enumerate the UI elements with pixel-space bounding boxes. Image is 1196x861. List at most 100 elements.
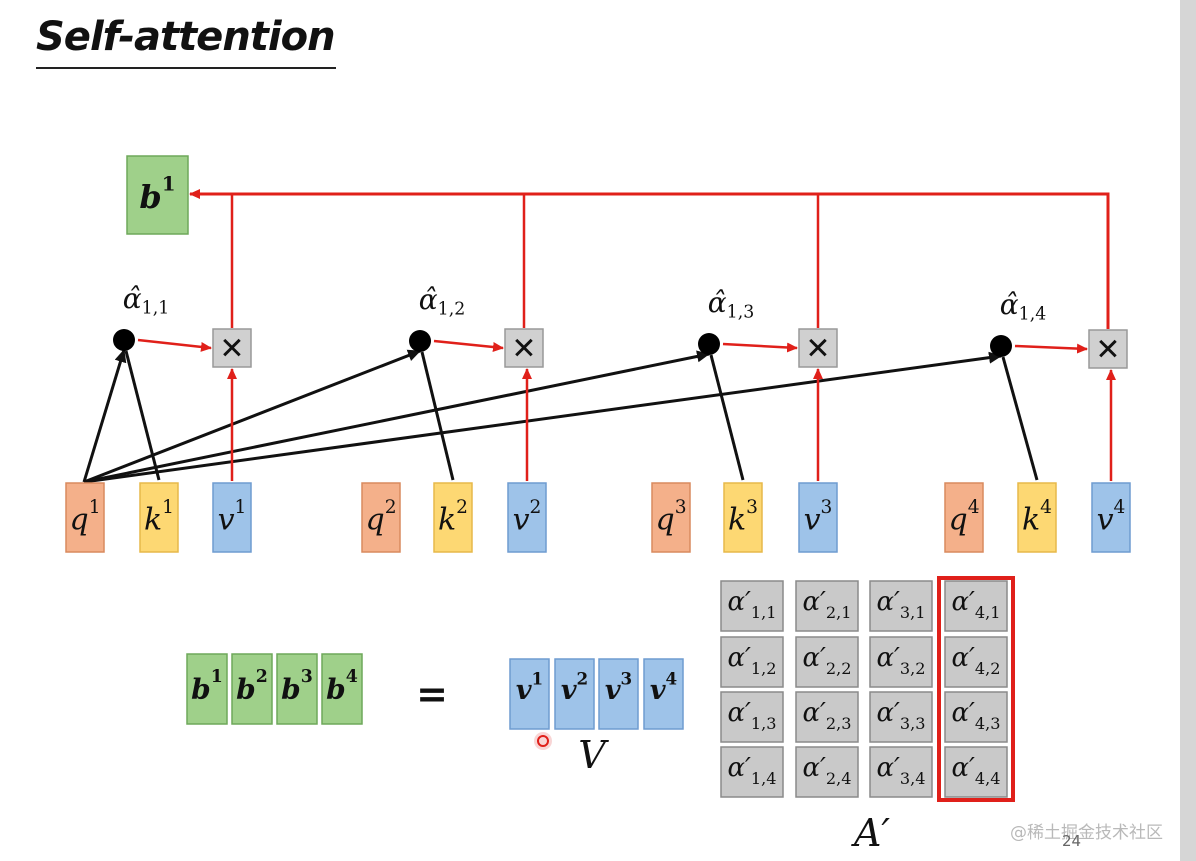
q4-box [944,482,984,553]
alpha-to-multiply-arrow-2 [433,339,504,352]
a-prime-label-3-1: α′3,1 [876,587,925,621]
v1-box [212,482,252,553]
v-matrix-label: V [578,733,609,777]
q4-label: q4 [948,496,979,537]
k2-box [433,482,473,553]
3 [420,351,455,481]
a-prime-cell-4-4 [944,746,1008,798]
v2-box [507,482,547,553]
q1-to-alpha-arrow-3 [83,350,710,484]
k1-label: k1 [144,496,174,537]
a-prime-cell-2-1 [795,580,859,632]
alpha-hat-label-3: α̂1,3 [708,286,755,323]
q1-box [65,482,105,553]
a-prime-matrix-label: A′ [851,811,890,855]
a-prime-cell-4-1 [944,580,1008,632]
a-prime-label-1-2: α′1,2 [727,643,776,677]
b1-result-label: b1 [191,667,223,705]
a-prime-cell-1-2 [720,636,784,688]
a-prime-cell-1-3 [720,691,784,743]
a-prime-cell-4-3 [944,691,1008,743]
a-prime-cell-2-4 [795,746,859,798]
v3-box [798,482,838,553]
multiply-symbol-2: ✕ [511,332,536,367]
k3-box [723,482,763,553]
v4-label: v4 [1097,496,1126,537]
equals-sign: = [416,672,448,716]
slide-title: Self-attention [36,14,336,60]
v1-matrix-box [509,658,550,730]
q3-box [651,482,691,553]
a-prime-label-4-2: α′4,2 [951,643,1000,677]
a-prime-cell-2-2 [795,636,859,688]
multiply-box-4 [1088,329,1128,369]
a-prime-label-3-4: α′3,4 [876,753,925,787]
highlighted-column-frame [937,576,1015,802]
v2-label: v2 [513,496,542,537]
a-prime-label-1-1: α′1,1 [727,587,776,621]
v2-matrix-label: v2 [561,669,588,706]
q1-to-alpha-arrow-1 [82,349,127,483]
alpha-to-multiply-arrow-1 [137,338,212,352]
alpha-to-multiply-arrow-3 [722,342,798,353]
multiply-symbol-3: ✕ [805,332,830,367]
q1-label: q1 [69,496,100,537]
a-prime-label-2-4: α′2,4 [802,753,851,787]
a-prime-label-2-3: α′2,3 [802,698,851,732]
alpha-dot-3 [698,333,720,355]
b3-result-box [276,653,318,725]
q3-label: q3 [655,496,686,537]
a-prime-cell-1-4 [720,746,784,798]
multiply-box-2 [504,328,544,368]
b1-result-box [186,653,228,725]
a-prime-label-2-1: α′2,1 [802,587,851,621]
v1-label: v1 [218,496,247,537]
alpha-hat-label-1: α̂1,1 [123,282,170,319]
q1-to-alpha-arrow-2 [83,349,421,484]
b2-result-box [231,653,273,725]
a-prime-label-3-3: α′3,3 [876,698,925,732]
a-prime-label-1-3: α′1,3 [727,698,776,732]
v1-matrix-label: v1 [516,669,543,706]
v3-label: v3 [804,496,833,537]
a-prime-label-4-3: α′4,3 [951,698,1000,732]
a-prime-cell-3-3 [869,691,933,743]
a-prime-label-1-4: α′1,4 [727,753,776,787]
a-prime-label-2-2: α′2,2 [802,643,851,677]
b2-result-label: b2 [236,667,268,705]
k4-box [1017,482,1057,553]
a-prime-cell-3-4 [869,746,933,798]
q2-label: q2 [365,496,396,537]
b3-result-label: b3 [281,667,313,705]
multiply-symbol-4: ✕ [1095,333,1120,368]
k2-label: k2 [438,496,468,537]
3 [709,354,745,481]
alpha-to-multiply-arrow-4 [1014,343,1088,354]
sum-bus-arrow [189,189,1110,329]
v3-matrix-box [598,658,639,730]
a-prime-label-4-1: α′4,1 [951,587,1000,621]
cursor-highlight [534,732,552,750]
watermark: @稀土掘金技术社区 [1010,823,1163,843]
v4-matrix-label: v4 [650,669,677,706]
a-prime-label-4-4: α′4,4 [951,753,1000,787]
title-underline [36,67,336,69]
a-prime-cell-1-1 [720,580,784,632]
v2-matrix-box [554,658,595,730]
q1-to-alpha-arrow-4 [83,351,1002,484]
alpha-dot-1 [113,329,135,351]
3 [124,350,161,481]
b4-result-box [321,653,363,725]
k3-label: k3 [728,496,758,537]
multiply-box-3 [798,328,838,368]
page-number: 24 [1062,832,1082,850]
k1-box [139,482,179,553]
alpha-hat-label-4: α̂1,4 [1000,288,1047,325]
k4-label: k4 [1022,496,1052,537]
b1-output-box [126,155,189,235]
a-prime-cell-2-3 [795,691,859,743]
alpha-dot-4 [990,335,1012,357]
v4-box [1091,482,1131,553]
3 [1001,356,1039,481]
alpha-hat-label-2: α̂1,2 [419,283,466,320]
